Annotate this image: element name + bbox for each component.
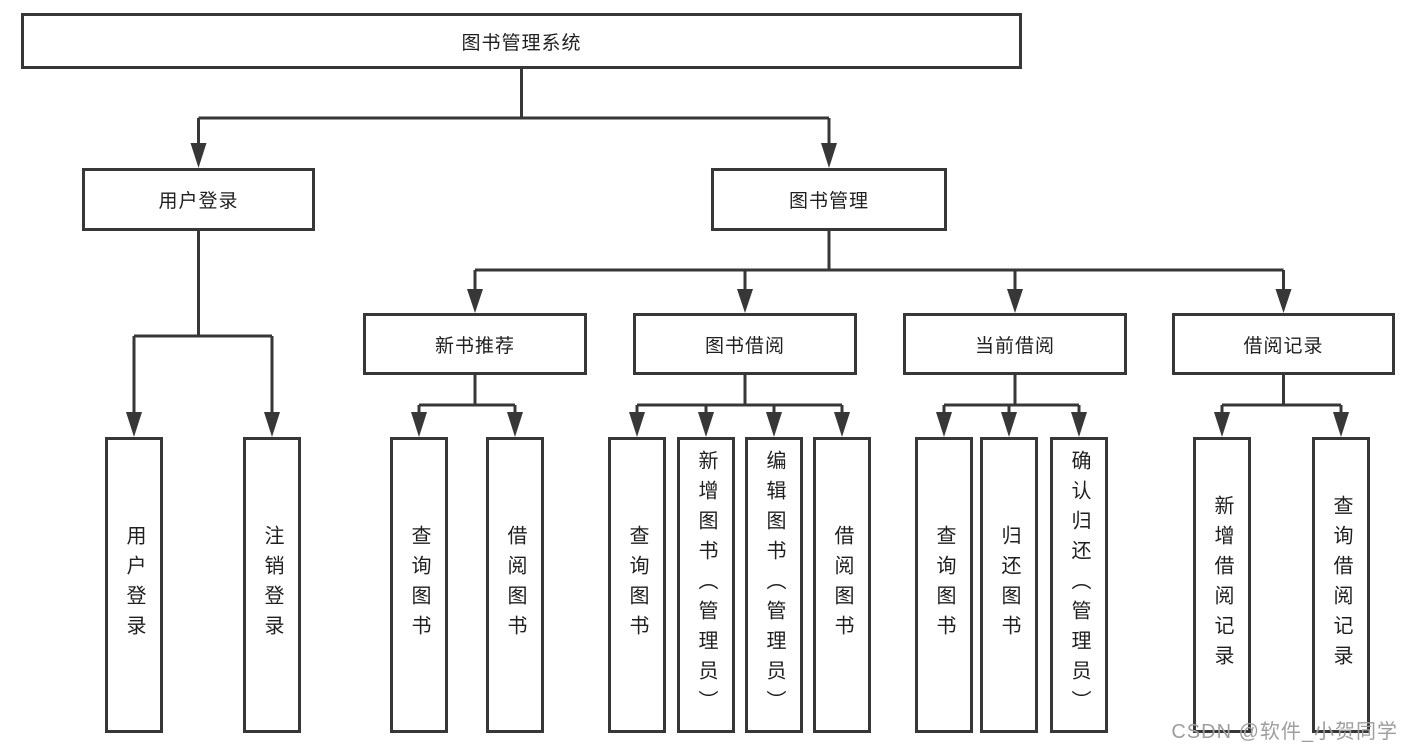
leaf-label: 编辑图书（管理员） (763, 450, 785, 720)
leaf-user-login: 用户登录 (105, 437, 163, 733)
node-current-borrow: 当前借阅 (903, 313, 1127, 375)
leaf-label: 查询图书 (626, 525, 648, 645)
leaf-label: 查询图书 (933, 525, 955, 645)
leaf-logout: 注销登录 (243, 437, 301, 733)
leaf-label: 查询借阅记录 (1330, 495, 1352, 675)
leaf-label: 查询图书 (408, 525, 430, 645)
leaf-query-borrow-record: 查询借阅记录 (1312, 437, 1370, 733)
leaf-label: 借阅图书 (504, 525, 526, 645)
leaf-label: 注销登录 (261, 525, 283, 645)
leaf-query-books-3: 查询图书 (915, 437, 973, 733)
leaf-query-books-1: 查询图书 (390, 437, 448, 733)
leaf-label: 新增借阅记录 (1211, 495, 1233, 675)
node-book-management-branch: 图书管理 (711, 168, 947, 231)
leaf-edit-books-admin: 编辑图书（管理员） (745, 437, 803, 733)
leaf-label: 用户登录 (123, 525, 145, 645)
leaf-confirm-return-admin: 确认归还（管理员） (1050, 437, 1108, 733)
leaf-label: 归还图书 (998, 525, 1020, 645)
leaf-label: 借阅图书 (831, 525, 853, 645)
leaf-query-books-2: 查询图书 (608, 437, 666, 733)
leaf-borrow-books-2: 借阅图书 (813, 437, 871, 733)
node-new-book-recommend: 新书推荐 (363, 313, 587, 375)
leaf-borrow-books-1: 借阅图书 (486, 437, 544, 733)
node-borrow-records: 借阅记录 (1172, 313, 1395, 375)
leaf-label: 新增图书（管理员） (695, 450, 717, 720)
leaf-add-borrow-record: 新增借阅记录 (1193, 437, 1251, 733)
csdn-watermark: CSDN @软件_小贺同学 (1171, 721, 1398, 743)
node-user-login-branch: 用户登录 (82, 168, 315, 231)
node-library-management-system: 图书管理系统 (21, 13, 1022, 69)
leaf-label: 确认归还（管理员） (1068, 450, 1090, 720)
node-book-borrow: 图书借阅 (633, 313, 857, 375)
leaf-return-books: 归还图书 (980, 437, 1038, 733)
leaf-add-books-admin: 新增图书（管理员） (677, 437, 735, 733)
